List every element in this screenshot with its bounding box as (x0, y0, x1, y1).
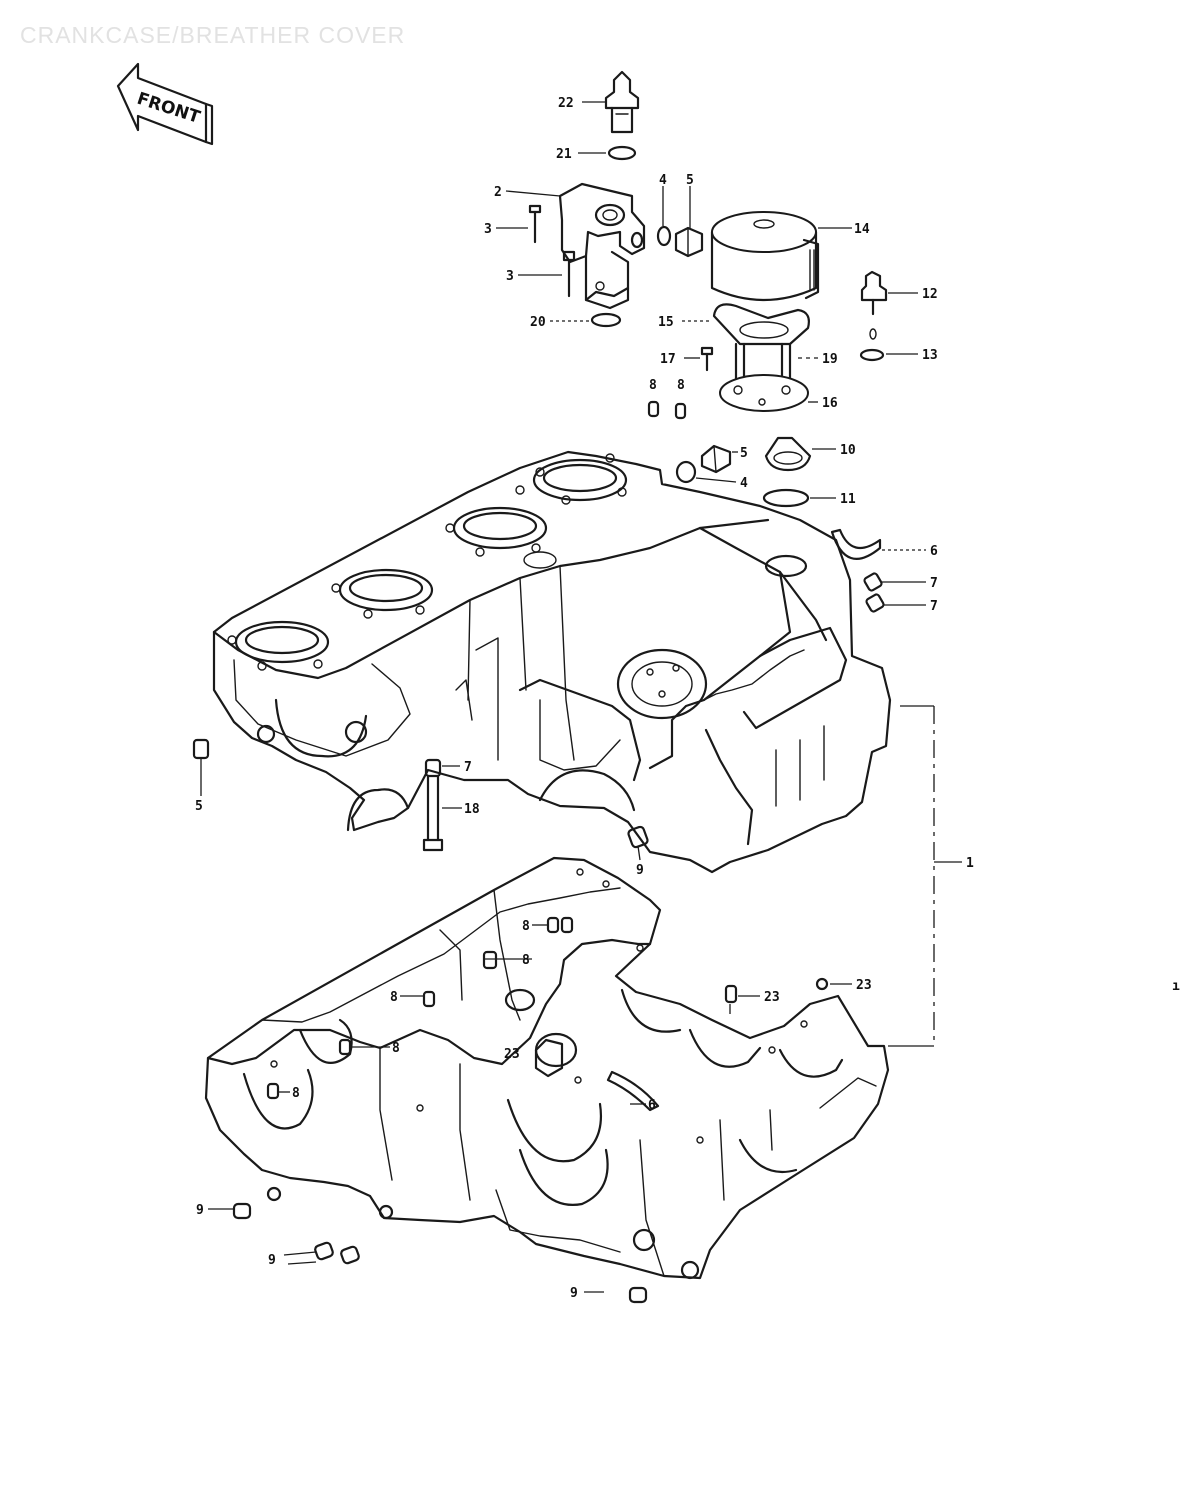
lower-crankcase (204, 856, 890, 1280)
callout-3b: 3 (506, 269, 514, 284)
callout-5a: 5 (686, 173, 694, 188)
knock-pin-23b (815, 977, 829, 991)
dowel-pin-9a (232, 1202, 252, 1220)
callout-8d: 8 (522, 953, 530, 968)
callout-labels: 22 21 2 3 3 4 5 14 12 13 20 15 17 19 16 … (195, 96, 974, 1301)
callout-8f: 8 (392, 1041, 400, 1056)
callout-7b: 7 (930, 599, 938, 614)
plug-5-left (192, 738, 210, 760)
dowel-pin-8d (482, 950, 498, 970)
dowel-pin-8g (266, 1082, 280, 1100)
gasket-11 (762, 488, 810, 508)
oil-filter (710, 211, 820, 302)
gasket-13 (859, 348, 885, 362)
dowel-pin-9b (314, 1241, 334, 1261)
dowel-pin-9c (340, 1245, 360, 1265)
callout-6a: 6 (930, 544, 938, 559)
callout-6b: 6 (648, 1098, 656, 1113)
callout-15: 15 (658, 315, 674, 330)
dowel-pin-8c2 (560, 916, 574, 934)
callout-8c: 8 (522, 919, 530, 934)
callout-7a: 7 (930, 576, 938, 591)
dowel-pin-8a (647, 400, 660, 418)
breather-cover-bracket (558, 182, 646, 310)
callout-7c: 7 (464, 760, 472, 775)
callout-4a: 4 (659, 173, 667, 188)
callout-4b: 4 (740, 476, 748, 491)
callout-12: 12 (922, 287, 938, 302)
callout-18: 18 (464, 802, 480, 817)
plug-5-middle (700, 444, 732, 474)
page-title: CRANKCASE/BREATHER COVER (20, 22, 406, 48)
dowel-pin-7a (863, 572, 883, 592)
callout-10: 10 (840, 443, 856, 458)
front-label: FRONT (134, 89, 202, 128)
callout-20: 20 (530, 315, 546, 330)
dowel-pin-9d (628, 1286, 648, 1304)
callout-1: 1 (966, 856, 974, 871)
callout-9b: 9 (196, 1203, 204, 1218)
callout-11: 11 (840, 492, 856, 507)
dowel-pin-8e (422, 990, 436, 1008)
dowel-pin-8c (546, 916, 560, 934)
callout-16: 16 (822, 396, 838, 411)
plug-5-upper (674, 226, 704, 258)
front-arrow-icon: FRONT (116, 62, 214, 146)
callout-9d: 9 (570, 1286, 578, 1301)
bearing-half-6-lower (606, 1070, 660, 1112)
assembly-bracket-1 (888, 705, 962, 1047)
callout-23a: 23 (764, 990, 780, 1005)
dowel-pin-8f (338, 1038, 352, 1056)
callout-8b: 8 (677, 378, 685, 393)
o-ring-20 (590, 312, 622, 328)
callout-17: 17 (660, 352, 676, 367)
knock-pin-23c (534, 1038, 564, 1078)
callout-22: 22 (558, 96, 574, 111)
callout-2: 2 (494, 185, 502, 200)
callout-23c: 23 (504, 1047, 520, 1062)
bolt-3-lower (562, 250, 576, 298)
dowel-pin-8b (674, 402, 687, 420)
callout-23b: 23 (856, 978, 872, 993)
stud-bolt-18 (422, 758, 444, 852)
leader-lines (200, 101, 926, 1293)
plate-16 (719, 374, 809, 412)
o-ring-4-upper (656, 225, 672, 247)
callout-14: 14 (854, 222, 870, 237)
callout-8e: 8 (390, 990, 398, 1005)
stud-19 (734, 342, 818, 386)
callout-13: 13 (922, 348, 938, 363)
callout-9c: 9 (268, 1253, 276, 1268)
callout-8a: 8 (649, 378, 657, 393)
o-ring-4-middle (675, 460, 697, 484)
oil-pressure-switch (604, 70, 640, 134)
switch-12 (860, 270, 888, 340)
upper-crankcase (212, 450, 892, 874)
bolt-17 (700, 346, 714, 372)
bolt-3-upper (528, 204, 542, 244)
dowel-pin-9-middle (627, 825, 649, 849)
margin-mark: ı (1172, 979, 1180, 994)
dowel-pin-7b (865, 593, 885, 613)
filter-cover (712, 303, 810, 346)
callout-3a: 3 (484, 222, 492, 237)
callout-9a: 9 (636, 863, 644, 878)
callout-19: 19 (822, 352, 838, 367)
callout-5b: 5 (740, 446, 748, 461)
knock-pin-23a (724, 984, 738, 1004)
o-ring-21 (607, 145, 637, 161)
callout-5c: 5 (195, 799, 203, 814)
bearing-half-6-upper (830, 528, 882, 560)
cap-10 (764, 436, 812, 472)
callout-21: 21 (556, 147, 572, 162)
callout-8g: 8 (292, 1086, 300, 1101)
